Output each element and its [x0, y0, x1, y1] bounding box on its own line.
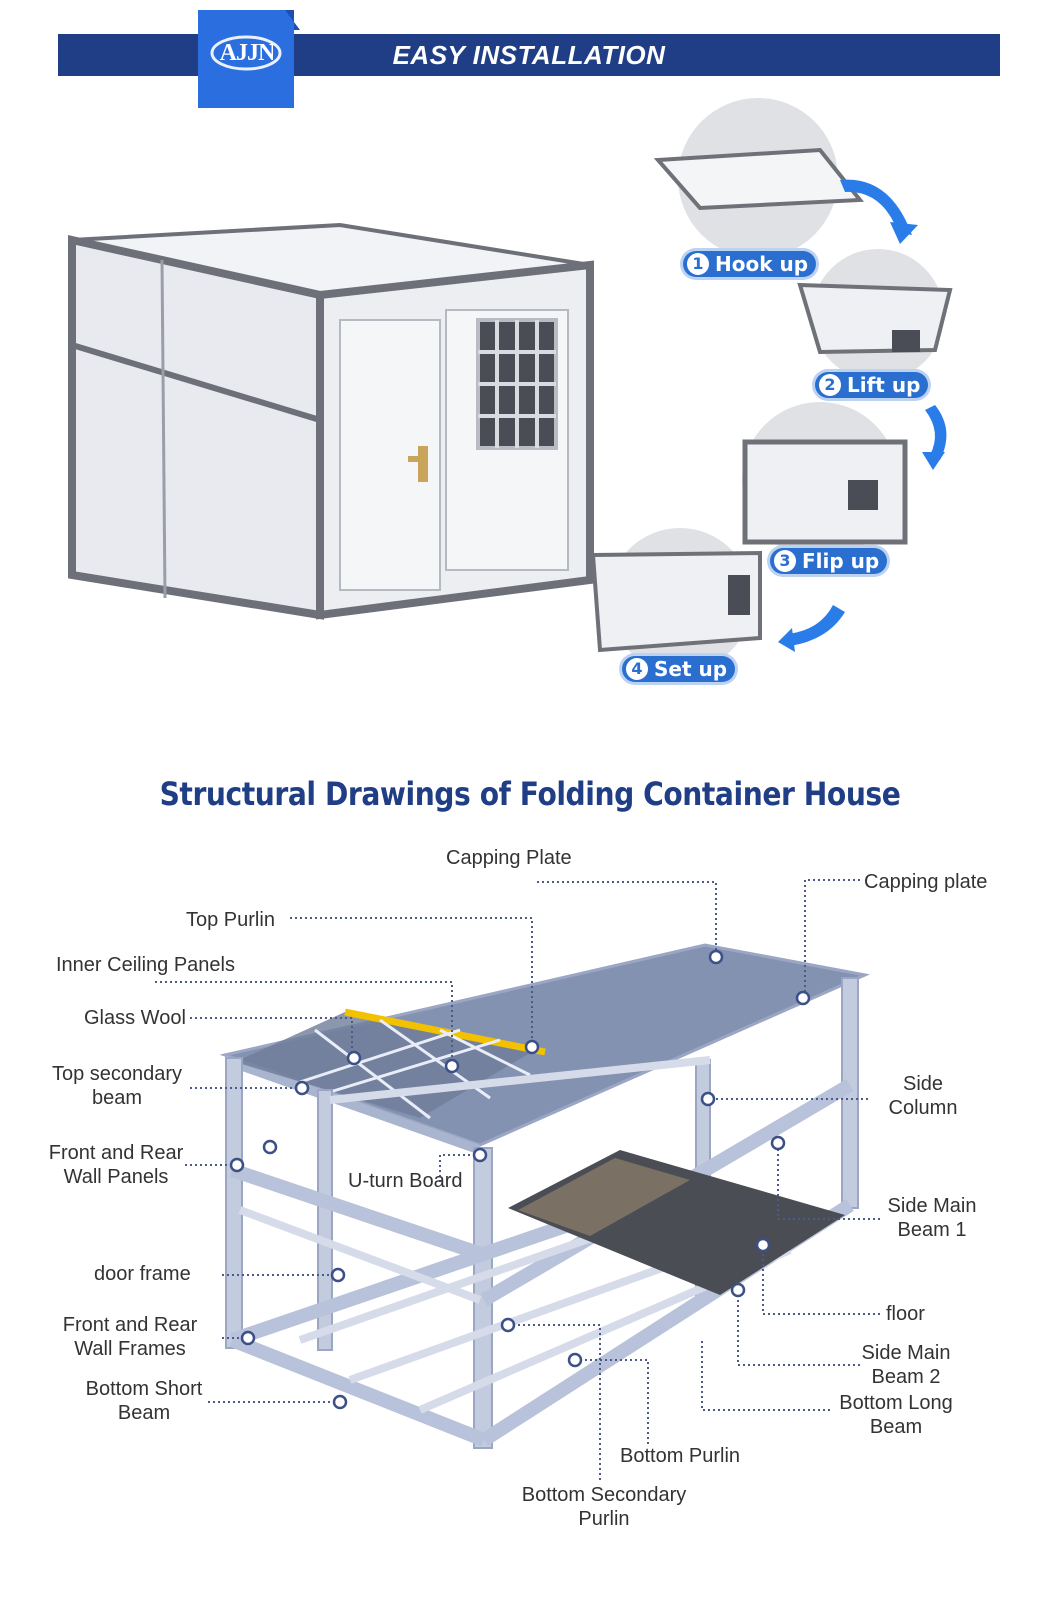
label-line: Top secondary	[51, 1063, 183, 1085]
step-lift-up: 2 Lift up	[815, 372, 929, 398]
step4-illustration	[590, 528, 762, 672]
label-side-column: Side Column	[880, 1072, 966, 1120]
arrow-icon	[778, 179, 947, 652]
logo-text: AJJN	[219, 40, 276, 66]
step-number: 4	[626, 658, 648, 680]
label-line: Bottom Secondary	[521, 1484, 687, 1506]
label-floor: floor	[886, 1303, 925, 1325]
label-bottom-long-beam: Bottom Long Beam	[830, 1391, 962, 1439]
label-line: Front and Rear	[48, 1142, 184, 1164]
step-number: 2	[819, 374, 841, 396]
label-line: Wall Frames	[74, 1338, 186, 1360]
step3-illustration	[742, 402, 908, 558]
label-line: Side	[902, 1073, 944, 1095]
banner-title: EASY INSTALLATION	[392, 40, 666, 70]
step2-illustration	[797, 249, 953, 381]
logo: AJJN	[198, 10, 294, 108]
step1-illustration	[653, 98, 865, 258]
step-label-text: Hook up	[715, 252, 809, 276]
label-bottom-secondary-purlin: Bottom Secondary Purlin	[514, 1483, 694, 1531]
label-line: Beam	[869, 1416, 923, 1438]
label-top-purlin: Top Purlin	[186, 909, 275, 931]
label-glass-wool: Glass Wool	[84, 1007, 186, 1029]
logo-badge	[198, 10, 300, 108]
step-label-text: Flip up	[802, 549, 880, 573]
step-number: 3	[774, 550, 796, 572]
label-u-turn-board: U-turn Board	[348, 1170, 463, 1192]
step-set-up: 4 Set up	[622, 656, 736, 682]
section-title: Structural Drawings of Folding Container…	[159, 775, 901, 813]
label-line: Beam 2	[871, 1366, 941, 1388]
label-front-rear-wall-frames: Front and Rear Wall Frames	[60, 1313, 200, 1361]
label-line: Beam	[117, 1402, 171, 1424]
label-bottom-short-beam: Bottom Short Beam	[76, 1377, 212, 1425]
container-house-illustration	[68, 222, 594, 620]
label-line: Bottom Long	[839, 1392, 953, 1414]
label-bottom-purlin: Bottom Purlin	[620, 1445, 741, 1467]
label-line: Bottom Short	[85, 1378, 203, 1400]
label-capping-plate-side: Capping plate	[864, 871, 988, 893]
label-side-main-beam-2: Side Main Beam 2	[856, 1341, 956, 1389]
label-capping-plate: Capping Plate	[446, 847, 572, 869]
label-line: Purlin	[578, 1508, 630, 1530]
label-line: Front and Rear	[62, 1314, 198, 1336]
label-line: beam	[91, 1087, 143, 1109]
label-inner-ceiling-panels: Inner Ceiling Panels	[56, 954, 235, 976]
label-side-main-beam-1: Side Main Beam 1	[882, 1194, 982, 1242]
label-line: Beam 1	[897, 1219, 967, 1241]
installation-illustrations	[68, 98, 953, 672]
step-number: 1	[687, 253, 709, 275]
step-hook-up: 1 Hook up	[683, 251, 817, 277]
label-top-secondary-beam: Top secondary beam	[46, 1062, 188, 1110]
label-line: Column	[888, 1097, 958, 1119]
step-flip-up: 3 Flip up	[770, 548, 888, 574]
label-line: Side Main	[861, 1342, 951, 1364]
step-label-text: Set up	[654, 657, 728, 681]
step-label-text: Lift up	[847, 373, 921, 397]
label-front-rear-wall-panels: Front and Rear Wall Panels	[46, 1141, 186, 1189]
label-line: Wall Panels	[63, 1166, 169, 1188]
label-line: Side Main	[887, 1195, 977, 1217]
label-door-frame: door frame	[94, 1263, 191, 1285]
